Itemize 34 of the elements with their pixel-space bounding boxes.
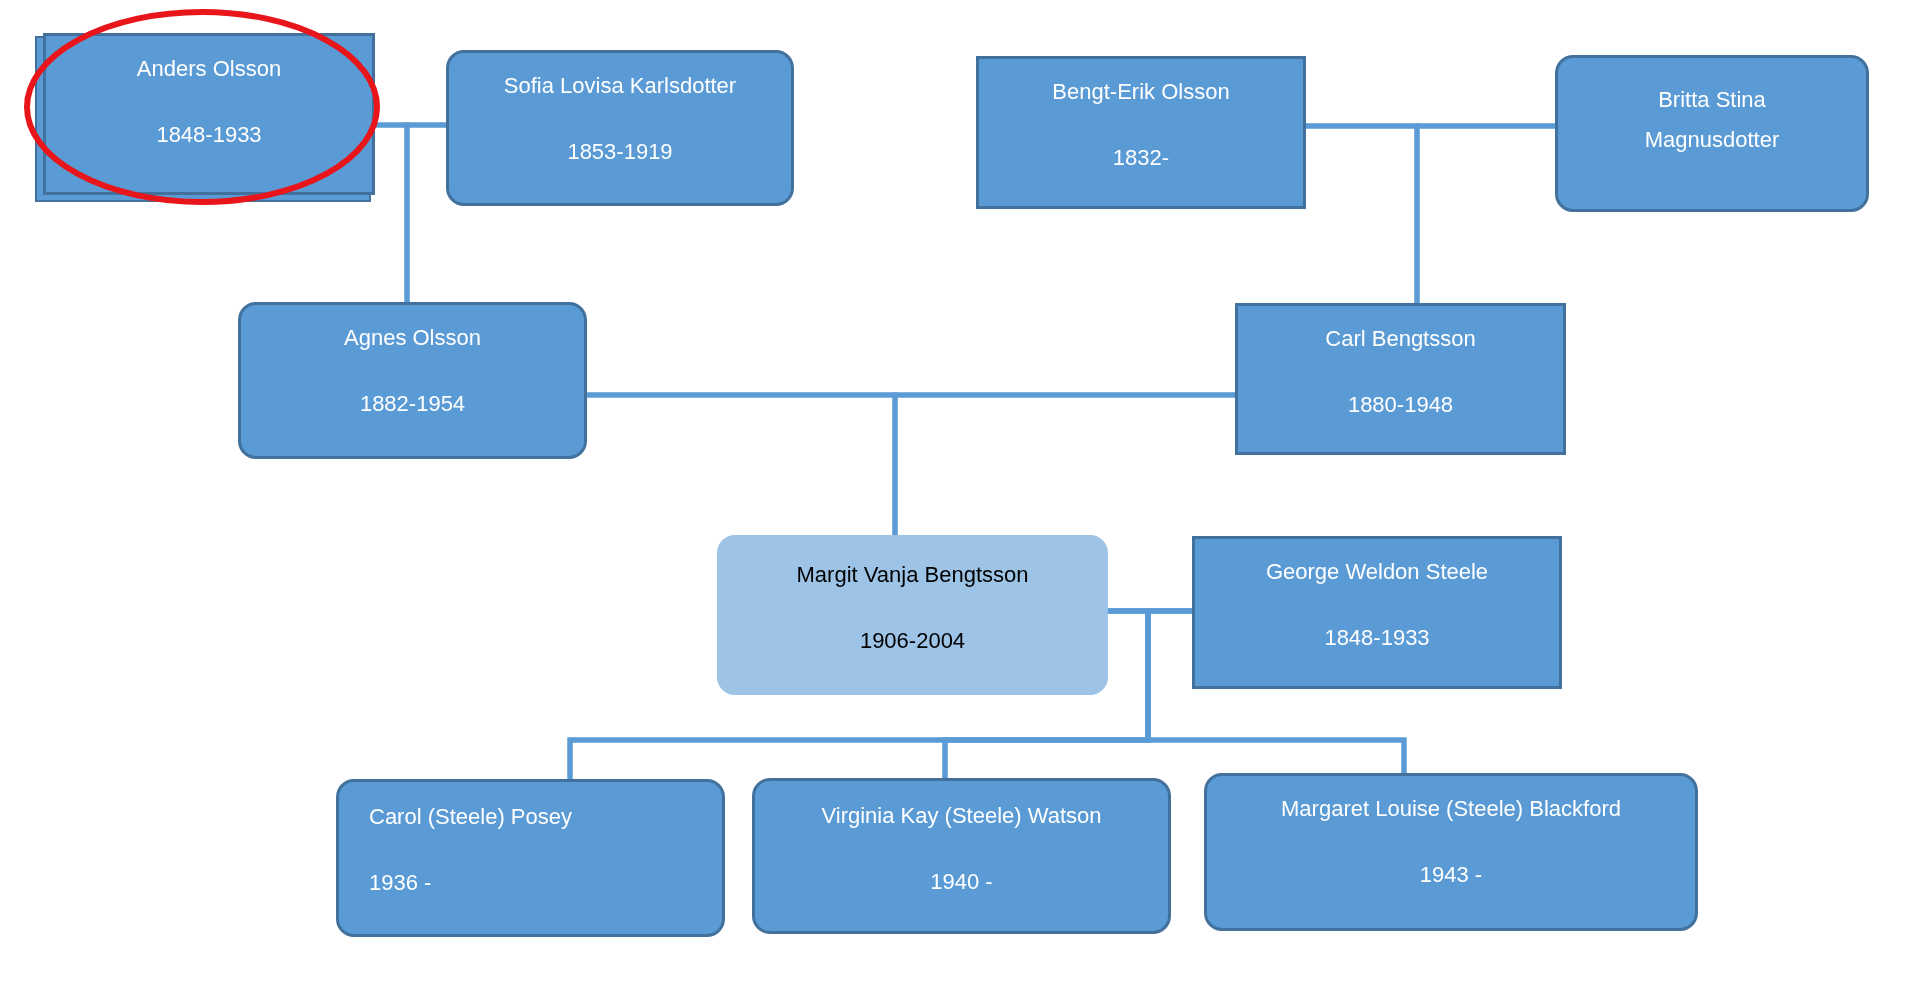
person-name: Virginia Kay (Steele) Watson	[821, 803, 1102, 829]
person-name: Carl Bengtsson	[1325, 326, 1476, 352]
connector-line	[1414, 123, 1555, 303]
life-years: 1880-1948	[1347, 392, 1454, 418]
life-years: 1832-	[1112, 145, 1170, 171]
life-years: 1906-2004	[859, 628, 966, 654]
person-name: Carol (Steele) Posey	[369, 804, 572, 830]
life-years: 1943 -	[1419, 862, 1483, 888]
person-name: Anders Olsson	[136, 56, 282, 82]
person-rounded-box	[1555, 55, 1869, 212]
person-name: Agnes Olsson	[344, 325, 481, 351]
person-box	[1235, 303, 1566, 455]
person-name: George Weldon Steele	[1265, 559, 1489, 585]
person-rounded-box	[717, 535, 1108, 695]
person-rounded-box	[336, 779, 725, 937]
connector-line	[404, 122, 446, 302]
connector-line	[892, 392, 1235, 535]
person-rounded-box	[446, 50, 794, 206]
person-box	[1192, 536, 1562, 689]
person-name: Margaret Louise (Steele) Blackford	[1281, 796, 1621, 822]
person-name: Britta Stina Magnusdotter	[1643, 86, 1781, 154]
person-name: Sofia Lovisa Karlsdotter	[503, 73, 737, 99]
person-name: Bengt-Erik Olsson	[1052, 79, 1230, 105]
person-rounded-box	[1204, 773, 1698, 931]
life-years: 1853-1919	[567, 139, 673, 165]
life-years: 1882-1954	[359, 391, 466, 417]
person-box	[976, 56, 1306, 209]
life-years: 1848-1933	[1324, 625, 1430, 651]
person-name: Margit Vanja Bengtsson	[796, 562, 1029, 588]
person-rounded-box	[238, 302, 587, 459]
life-years: 1848-1933	[156, 122, 262, 148]
person-rounded-box	[752, 778, 1171, 934]
life-years: 1936 -	[369, 870, 432, 896]
life-years: 1940 -	[930, 869, 993, 895]
